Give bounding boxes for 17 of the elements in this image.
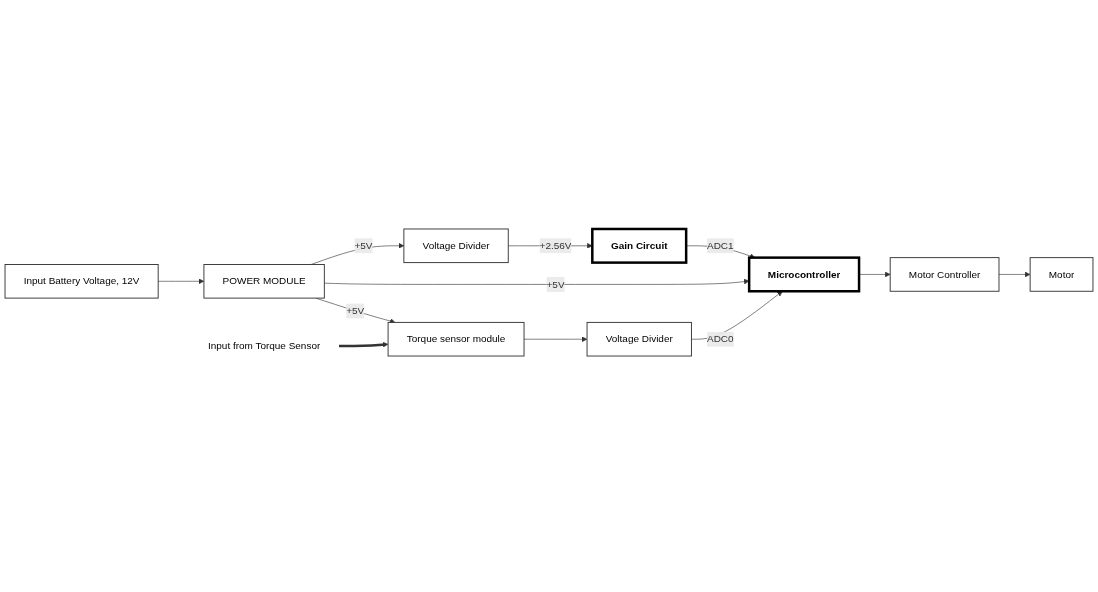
edge-label: ADC1 <box>707 240 734 251</box>
node-box: Motor Controller <box>889 257 1000 292</box>
node-box: Voltage Divider <box>403 228 509 264</box>
node-box: Voltage Divider <box>586 322 692 357</box>
edge-label: +5V <box>546 278 565 290</box>
node-box: Microcontroller <box>747 256 861 293</box>
node-box: Torque sensor module <box>387 322 525 357</box>
node-box: Input Battery Voltage, 12V <box>4 264 159 299</box>
node-text: Input from Torque Sensor <box>208 340 321 352</box>
node-box: Motor <box>1029 257 1094 292</box>
node-box: POWER MODULE <box>203 264 325 299</box>
edge-label: +5V <box>354 240 373 251</box>
edge-label: ADC0 <box>707 333 734 345</box>
edge-label: +2.56V <box>539 240 572 251</box>
node-box: Gain Circuit <box>591 227 688 264</box>
arrow <box>338 341 389 348</box>
edge-label: +5V <box>346 305 365 317</box>
